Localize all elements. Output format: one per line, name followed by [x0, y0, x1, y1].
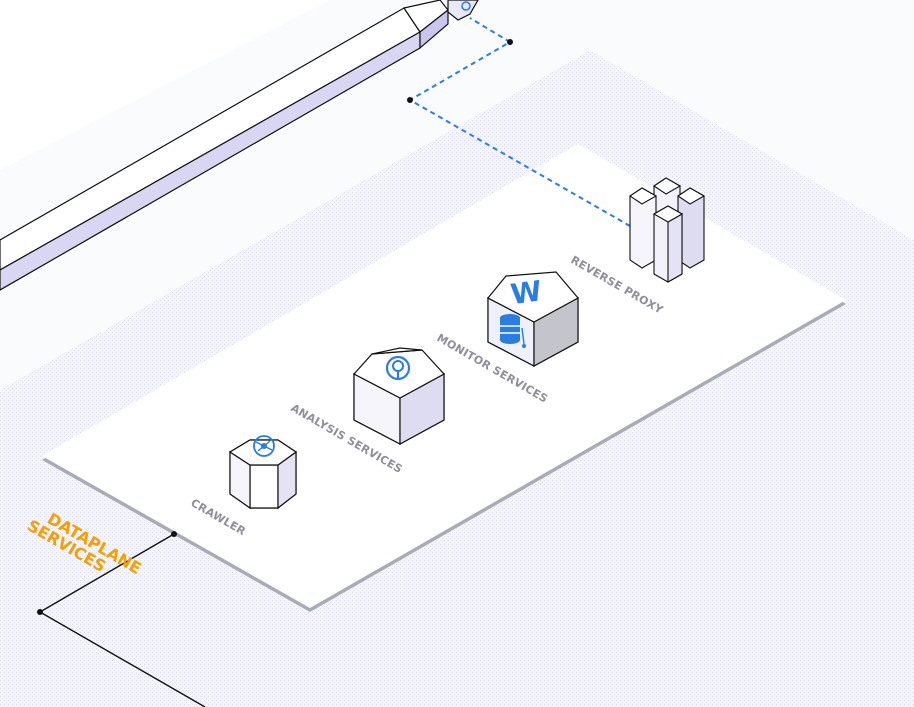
- network-hub-icon: [253, 435, 275, 457]
- database-monitor-icon: [500, 314, 526, 348]
- rail-endpoint-icon: [461, 1, 471, 11]
- connector-node: [407, 97, 413, 103]
- monitor-top-glyph: W: [509, 274, 544, 311]
- crawler-service[interactable]: [228, 435, 298, 510]
- network-region-upper: [0, 0, 914, 390]
- analysis-service[interactable]: [353, 347, 445, 446]
- proxy-column-front: [652, 205, 684, 283]
- monitor-service[interactable]: W: [487, 271, 579, 368]
- connector-node: [171, 531, 177, 537]
- connector-node: [37, 609, 43, 615]
- proxy-column-left: [629, 187, 658, 269]
- reverse-proxy-service[interactable]: [629, 177, 706, 283]
- dashed-connector: [407, 17, 631, 227]
- upper-rail-structure: [0, 0, 479, 291]
- connector-node: [507, 39, 513, 45]
- analysis-search-icon: [385, 355, 411, 381]
